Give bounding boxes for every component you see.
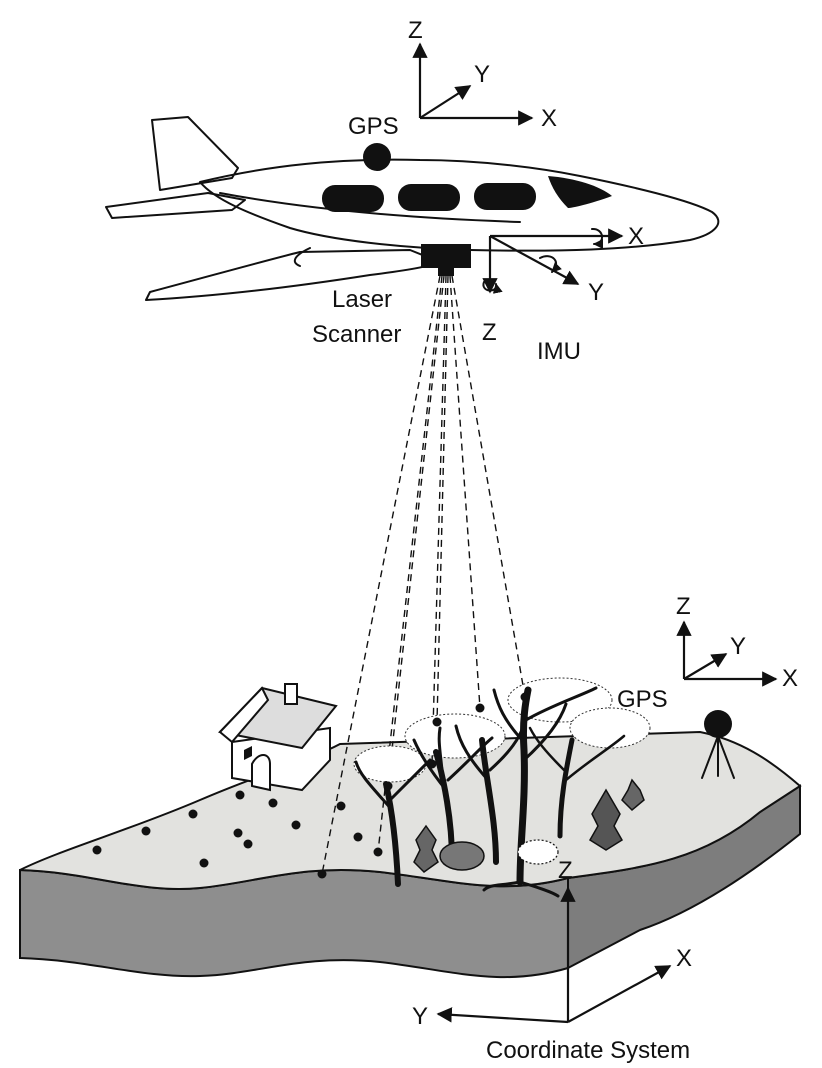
conifer-1	[588, 788, 624, 851]
top-y-label: Y	[474, 61, 490, 88]
house-gable	[218, 686, 270, 744]
ground-gps-z-label: Z	[676, 593, 691, 620]
laser-beam-4	[431, 275, 447, 765]
return-point	[336, 801, 346, 811]
laser-beam-5	[436, 275, 449, 723]
return-point	[317, 869, 327, 879]
cabin-window-2	[398, 184, 460, 211]
terrain-y-axis	[436, 1007, 569, 1024]
return-point	[188, 809, 198, 819]
return-point	[373, 847, 383, 857]
imu-x-rotation	[591, 228, 604, 249]
return-point	[432, 717, 442, 727]
return-point	[427, 759, 437, 769]
return-point	[235, 790, 245, 800]
cockpit-window	[548, 176, 612, 208]
laser-beam-3	[387, 275, 445, 787]
return-point	[383, 781, 393, 791]
ground-gps-y-label: Y	[730, 633, 746, 660]
return-point	[353, 832, 363, 842]
laser-scanner	[421, 244, 471, 268]
laser-scanner-label-line1: Laser	[332, 286, 392, 313]
return-point	[243, 839, 253, 849]
imu-y-rotation	[539, 255, 562, 273]
aircraft-gps-label: GPS	[348, 113, 399, 140]
ground-gps-label: GPS	[617, 686, 668, 713]
tree-trunk-1	[383, 781, 401, 887]
imu-x-label: X	[628, 223, 644, 250]
shrub-2	[517, 839, 559, 865]
tree-canopy-4	[569, 707, 651, 749]
imu-label: IMU	[537, 338, 581, 365]
tail-fin	[151, 116, 239, 191]
fuselage	[199, 158, 720, 252]
ground-gps-x-label: X	[782, 665, 798, 692]
ground-gps-antenna	[704, 710, 732, 738]
cabin-window-1	[322, 185, 384, 212]
shrub-1	[439, 841, 485, 871]
conifer-2	[413, 824, 439, 873]
return-point	[475, 703, 485, 713]
house-door	[251, 754, 271, 792]
wing	[145, 249, 441, 301]
ground-gps-station	[701, 710, 735, 779]
conifer-3	[621, 778, 645, 812]
tree-trunk-5	[557, 737, 575, 839]
horizontal-stabilizer	[105, 192, 246, 219]
laser-beam-6	[449, 275, 481, 709]
imu-z-rotation	[482, 281, 503, 294]
house	[218, 683, 338, 792]
scanner-lens	[438, 268, 454, 276]
imu-axes: X Y Z	[482, 223, 644, 346]
terrain-z-label: Z	[558, 857, 573, 884]
trees	[353, 677, 651, 898]
terrain-axes: Z X Y	[412, 857, 692, 1030]
house-window	[244, 746, 252, 760]
return-point	[291, 820, 301, 830]
terrain-x-axis	[567, 965, 672, 1023]
return-point	[141, 826, 151, 836]
imu-y-axis	[489, 235, 580, 285]
top-axes: Z Y X	[408, 17, 557, 132]
aircraft-gps-antenna	[363, 143, 391, 171]
imu-z-label: Z	[482, 319, 497, 346]
ground-gps-y-axis	[683, 653, 728, 680]
tree-trunk-3	[479, 737, 499, 865]
tripod-leg-right	[717, 735, 735, 779]
tree-canopy-3	[507, 677, 613, 723]
terrain-y-label: Y	[412, 1003, 428, 1030]
tree-branches-4	[482, 686, 598, 898]
ground-gps-axes: Z Y X	[676, 593, 798, 692]
terrain-x-label: X	[676, 945, 692, 972]
top-y-axis	[419, 85, 472, 119]
return-point	[520, 692, 530, 702]
aircraft	[105, 116, 720, 301]
return-points	[92, 692, 530, 879]
laser-beam-1	[321, 275, 441, 875]
wing-root	[293, 247, 311, 267]
house-chimney	[284, 683, 298, 705]
laser-scanner-label-line2: Scanner	[312, 321, 401, 348]
top-z-label: Z	[408, 17, 423, 44]
return-point	[268, 798, 278, 808]
tree-branches-5	[528, 726, 626, 782]
tripod-leg-left	[701, 735, 719, 779]
return-point	[199, 858, 209, 868]
cabin-window-3	[474, 183, 536, 210]
tree-branches-2	[412, 726, 494, 792]
return-point	[92, 845, 102, 855]
imu-y-label: Y	[588, 279, 604, 306]
coordinate-system-label: Coordinate System	[486, 1037, 690, 1064]
top-x-label: X	[541, 105, 557, 132]
return-point	[233, 828, 243, 838]
